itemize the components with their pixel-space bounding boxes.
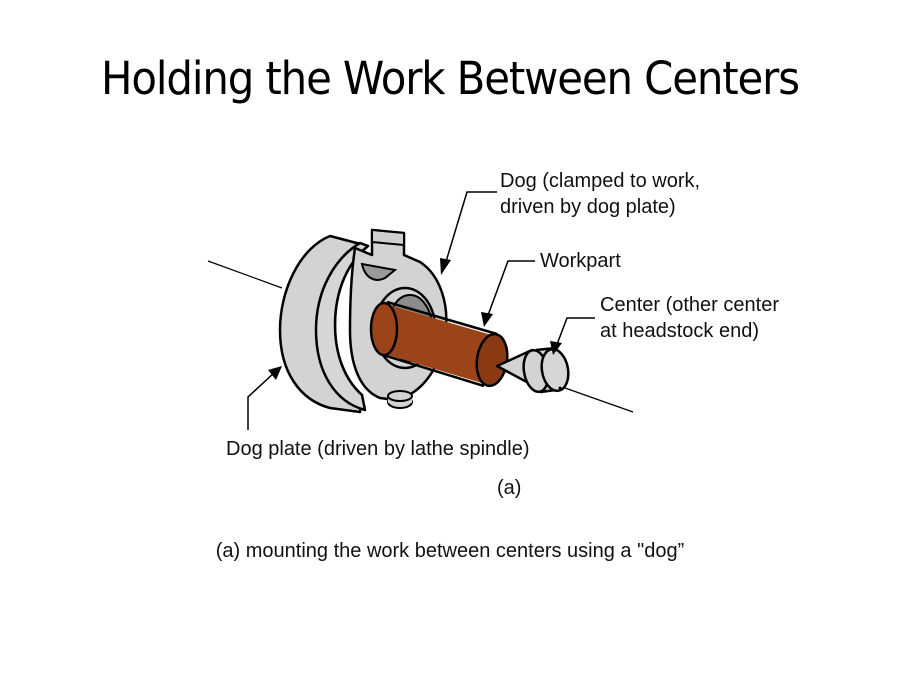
dog-label-line2: driven by dog plate) — [500, 196, 676, 218]
arrowhead-icon — [481, 312, 493, 327]
dog-plate-label: Dog plate (driven by lathe spindle) — [226, 438, 530, 460]
arrowhead-icon — [268, 366, 282, 380]
slide-title: Holding the Work Between Centers — [101, 52, 800, 105]
arrowhead-icon — [440, 258, 451, 275]
workpart-leader — [486, 260, 535, 319]
arrowhead-icon — [550, 341, 562, 355]
dog-plate — [278, 234, 370, 414]
figure-sub-label: (a) — [497, 477, 522, 499]
leader-lines — [247, 191, 595, 430]
center-label-line2: at headstock end) — [600, 320, 759, 342]
workpart — [369, 300, 509, 388]
center-label: Center (other center at headstock end) — [600, 292, 779, 344]
dog-plate-leader — [247, 371, 276, 430]
dog-leader — [444, 191, 497, 266]
axis-line-left — [207, 260, 283, 289]
dog-label: Dog (clamped to work, driven by dog plat… — [500, 168, 700, 220]
dog-label-line1: Dog (clamped to work, — [500, 170, 701, 192]
workpart-label: Workpart — [540, 250, 621, 272]
center-label-line1: Center (other center — [600, 294, 779, 316]
center-leader — [555, 317, 595, 348]
figure-caption: (a) mounting the work between centers us… — [215, 540, 685, 562]
arrowheads — [268, 258, 562, 380]
axis-line-right — [564, 387, 634, 413]
